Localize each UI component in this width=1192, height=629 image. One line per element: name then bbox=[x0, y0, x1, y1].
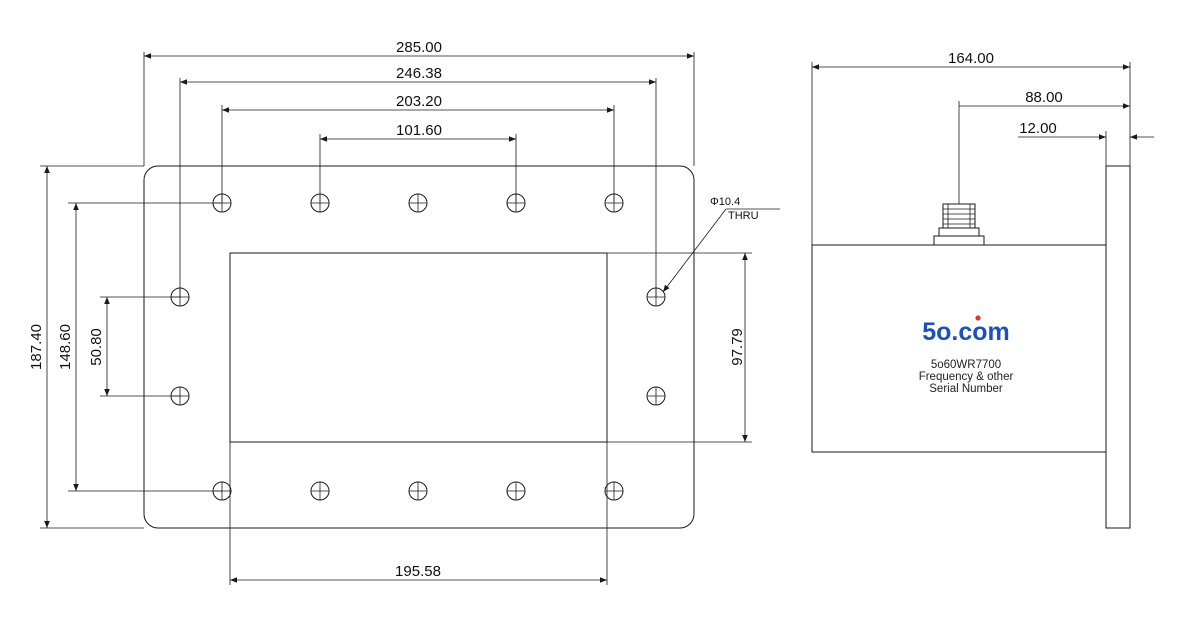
bolt-hole-icon bbox=[212, 193, 232, 213]
label-frequency: Frequency & other bbox=[919, 371, 1014, 383]
bolt-hole-icon bbox=[170, 287, 190, 307]
brand-dot-icon bbox=[975, 315, 981, 321]
dim-bolt-span-inner: 101.60 bbox=[396, 122, 442, 139]
dim-overall-width: 285.00 bbox=[396, 39, 442, 56]
product-label: 5o.com 5o60WR7700 Frequency & other Seri… bbox=[919, 315, 1014, 395]
front-view: 285.00 246.38 203.20 101.60 187.40 148.6… bbox=[28, 39, 780, 585]
bolt-holes bbox=[170, 193, 666, 501]
dim-aperture-height: 97.79 bbox=[729, 328, 746, 366]
waveguide-aperture bbox=[229, 252, 608, 443]
dim-bolt-span-mid: 203.20 bbox=[396, 93, 442, 110]
bolt-hole-icon bbox=[604, 193, 624, 213]
hole-callout-thru: THRU bbox=[728, 210, 759, 222]
bolt-hole-icon bbox=[646, 287, 666, 307]
dim-flange-thickness: 12.00 bbox=[1019, 120, 1057, 137]
bolt-hole-icon bbox=[212, 481, 232, 501]
dim-aperture-width: 195.58 bbox=[395, 563, 441, 580]
dim-overall-height: 187.40 bbox=[28, 324, 45, 370]
side-body-outline bbox=[811, 165, 1131, 529]
bolt-hole-icon bbox=[506, 481, 526, 501]
dim-bolt-span-outer: 246.38 bbox=[396, 65, 442, 82]
side-view: 164.00 88.00 12.00 5o.com 5o60WR7700 Fre… bbox=[811, 50, 1154, 529]
bolt-hole-icon bbox=[408, 481, 428, 501]
bolt-hole-icon bbox=[604, 481, 624, 501]
bolt-hole-icon bbox=[310, 193, 330, 213]
flange-outline bbox=[143, 165, 695, 529]
connector-icon bbox=[933, 203, 985, 246]
dim-bolt-height: 148.60 bbox=[57, 324, 74, 370]
bolt-hole-icon bbox=[506, 193, 526, 213]
bolt-hole-icon bbox=[310, 481, 330, 501]
dim-connector-offset: 88.00 bbox=[1025, 89, 1063, 106]
label-model: 5o60WR7700 bbox=[931, 359, 1001, 371]
dim-side-bolt-pitch: 50.80 bbox=[88, 328, 105, 366]
dim-overall-length: 164.00 bbox=[948, 50, 994, 67]
bolt-hole-icon bbox=[408, 193, 428, 213]
label-serial: Serial Number bbox=[929, 383, 1003, 395]
bolt-hole-icon bbox=[646, 386, 666, 406]
bolt-hole-icon bbox=[170, 386, 190, 406]
brand-logo: 5o.com bbox=[922, 318, 1010, 346]
hole-callout-diameter: Φ10.4 bbox=[710, 196, 740, 208]
